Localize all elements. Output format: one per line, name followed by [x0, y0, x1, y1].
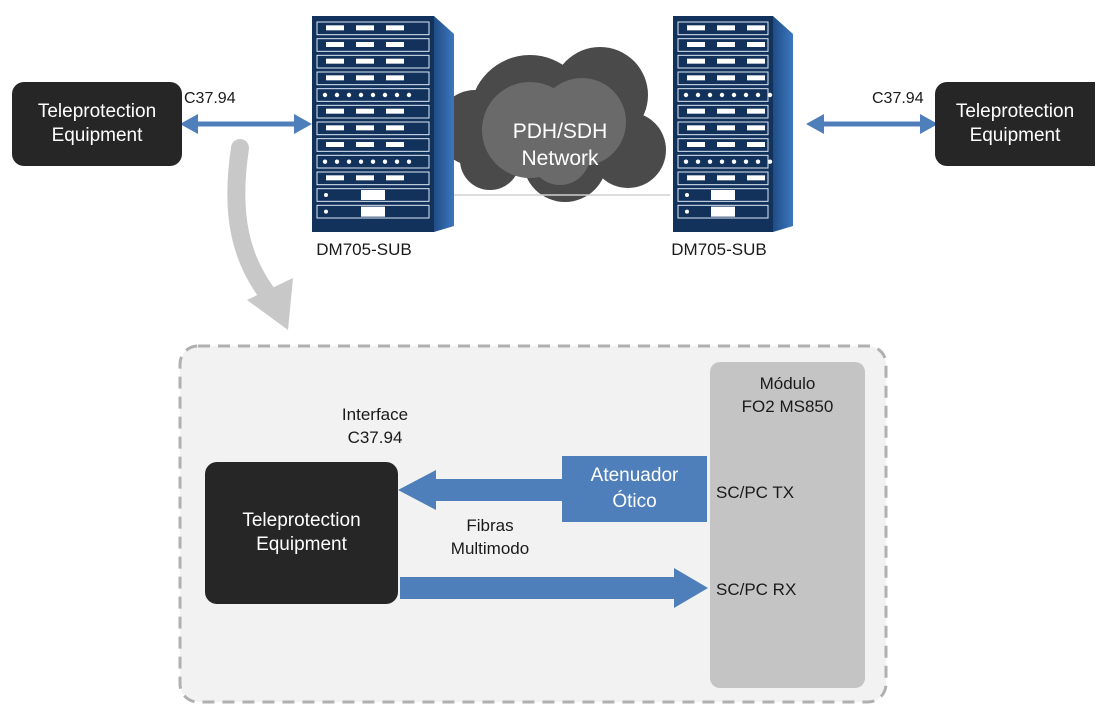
left-interface-label: C37.94 — [184, 90, 236, 107]
left-rack-icon — [312, 16, 454, 232]
right-device-label: DM705-SUB — [671, 240, 767, 259]
left-teleprotection-equipment: Teleprotection Equipment — [12, 82, 182, 166]
detail-container — [178, 344, 888, 704]
left-c3794-link — [180, 114, 312, 134]
rx-fiber-arrow — [400, 568, 708, 608]
right-c3794-link — [806, 114, 938, 134]
tx-fiber-arrow — [398, 470, 564, 510]
network-label: PDH/SDH Network — [512, 120, 608, 171]
right-teleprotection-equipment: Teleprotection Equipment — [935, 82, 1095, 166]
module-box — [710, 362, 865, 688]
zoom-arrow-head — [247, 278, 293, 330]
rx-port-label: SC/PC RX — [716, 580, 797, 599]
zoom-arrow — [227, 139, 281, 309]
interface-label: Interface C37.94 — [341, 405, 409, 447]
right-interface-label: C37.94 — [872, 90, 924, 107]
module-label: Módulo FO2 MS850 — [741, 374, 834, 416]
fibers-label: Fibras Multimodo — [450, 516, 530, 558]
attenuator-box — [562, 456, 707, 522]
left-device-label: DM705-SUB — [316, 240, 412, 259]
network-cloud — [437, 47, 666, 202]
attenuator-label: Atenuador Ótico — [590, 465, 679, 512]
detail-teleprotection-equipment: Teleprotection Equipment — [205, 462, 398, 604]
right-rack-icon — [673, 16, 793, 232]
tx-port-label: SC/PC TX — [716, 483, 795, 502]
